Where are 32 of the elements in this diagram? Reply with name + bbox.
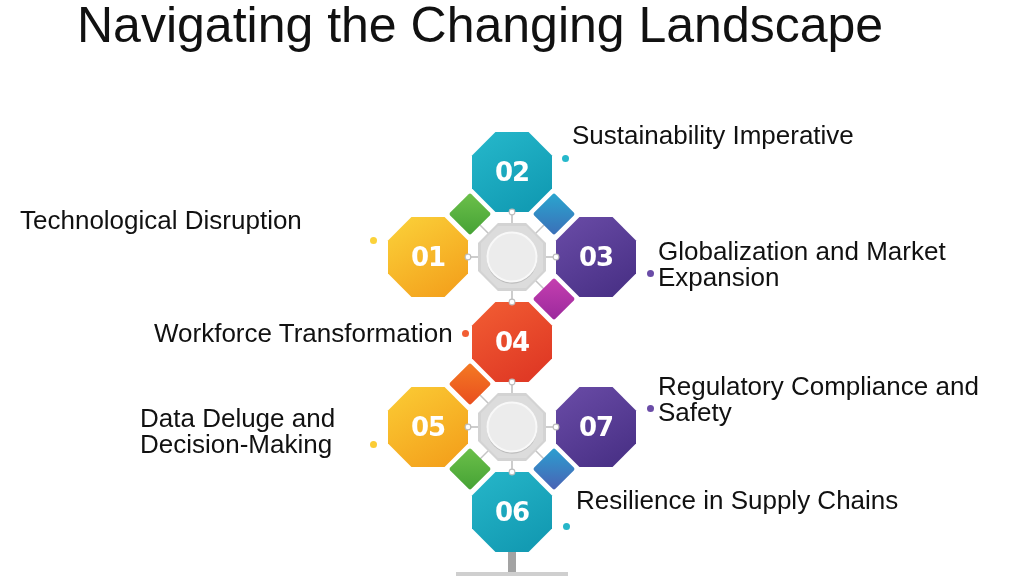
- octagon-badge: [388, 217, 468, 297]
- item-label: Globalization and Market Expansion: [658, 238, 947, 290]
- connector-line: [545, 423, 560, 431]
- connector-line: [508, 378, 516, 394]
- step-number: 03: [578, 244, 614, 270]
- step-number: 04: [494, 329, 530, 355]
- connector-line: [508, 460, 516, 476]
- step-number: 01: [410, 244, 446, 270]
- octagon-badge: [388, 387, 468, 467]
- octagon-badge: [472, 302, 552, 382]
- hub-octagon: [478, 223, 546, 291]
- step-number: 05: [410, 414, 446, 440]
- item-label: Sustainability Imperative: [572, 122, 854, 148]
- step-number: 06: [494, 499, 530, 525]
- connector-line: [508, 208, 516, 224]
- octagon-badge: [556, 387, 636, 467]
- hub-octagon: [478, 393, 546, 461]
- item-label: Data Deluge and Decision-Making: [140, 405, 337, 457]
- octagon-badge: [472, 132, 552, 212]
- connector-line: [464, 423, 479, 431]
- step-number: 02: [494, 159, 530, 185]
- connector-line: [464, 253, 479, 261]
- connector-line: [508, 290, 516, 306]
- item-label: Resilience in Supply Chains: [576, 487, 899, 513]
- octagon-badge: [472, 472, 552, 552]
- step-number: 07: [578, 414, 614, 440]
- connector-line: [545, 253, 560, 261]
- item-label: Workforce Transformation: [154, 320, 453, 346]
- item-label: Technological Disruption: [20, 207, 302, 233]
- octagon-badge: [556, 217, 636, 297]
- title: Navigating the Changing Landscape: [77, 0, 884, 55]
- item-label: Regulatory Compliance and Safety: [658, 373, 980, 425]
